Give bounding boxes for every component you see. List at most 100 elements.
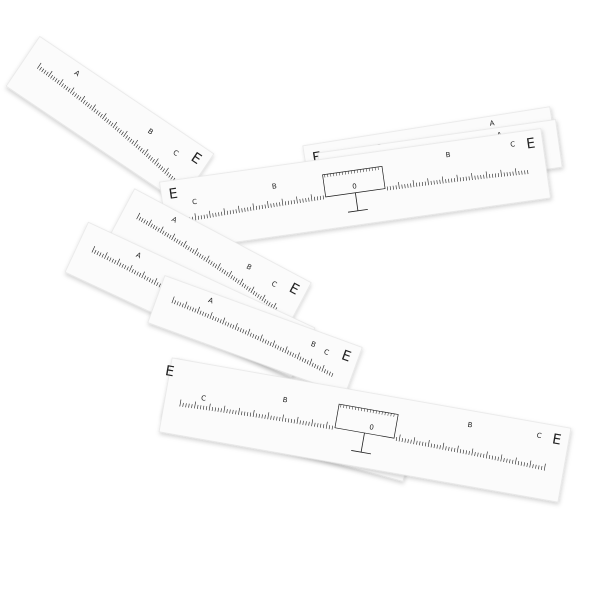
tick-mark [174,300,177,305]
tick-mark [246,286,249,290]
tick-mark [197,404,199,409]
tick-mark [82,100,86,104]
tick-mark [404,438,406,443]
mark-label: B [245,263,253,272]
tick-mark [188,403,190,408]
tick-mark [299,198,301,204]
tick-mark [372,410,374,414]
tick-mark [196,306,200,314]
tick-mark [221,211,223,216]
tick-mark [171,233,176,241]
tick-mark [526,462,528,467]
tick-mark [451,447,453,452]
tick-mark [412,180,415,188]
tick-mark [194,308,197,313]
tick-mark [136,271,139,276]
tick-mark [316,196,319,201]
tick-mark [229,323,232,328]
tick-mark [427,439,430,447]
tick-mark [456,174,459,182]
tick-mark [272,302,277,310]
tick-mark [407,439,409,444]
tick-mark [497,173,500,178]
tick-mark [63,84,67,89]
tick-mark [148,155,151,159]
tick-mark [433,444,435,449]
tick-mark [104,117,107,122]
tick-mark [124,265,127,270]
tick-mark [316,365,319,370]
tick-mark [386,186,389,191]
tick-mark [241,208,243,213]
tick-mark [543,463,546,471]
tick-mark [319,366,321,371]
tick-mark [264,204,266,209]
tick-mark [524,170,526,175]
tick-mark [279,417,281,422]
tick-mark [74,93,77,97]
tick-mark [255,413,257,418]
mark-label: C [510,140,516,149]
tick-mark [494,456,496,461]
mark-label: B [282,396,288,405]
tick-mark [267,201,269,209]
tick-mark [398,434,401,442]
tick-mark [442,442,445,450]
tick-mark [145,220,149,225]
tick-mark [523,462,525,467]
tick-mark [184,301,188,309]
tick-mark [387,412,389,416]
tick-mark [45,71,49,76]
tick-mark [94,249,97,254]
tick-mark [306,360,309,365]
tick-mark [150,223,153,228]
tick-mark [166,233,170,238]
tick-mark [485,451,488,459]
tick-mark [157,227,160,232]
tick-mark [480,175,482,180]
tick-mark [248,287,251,292]
tick-mark [138,272,142,277]
tick-mark [129,265,133,272]
tick-mark [65,86,69,91]
tick-mark [232,276,236,281]
tick-mark [309,358,313,366]
tick-mark [168,234,172,239]
tick-mark [287,418,290,423]
tick-mark [153,278,158,285]
mark-label: B [146,127,155,136]
tick-mark [152,158,155,163]
tick-mark [436,180,438,185]
tick-mark [328,371,331,376]
tick-mark [421,181,424,186]
tick-mark [416,182,418,187]
tick-mark [363,408,365,412]
tick-mark [97,112,101,116]
tick-mark [343,404,345,408]
tick-mark [206,214,208,219]
tick-mark [218,212,220,217]
tick-mark [96,251,99,256]
tick-mark [262,338,265,343]
tick-mark [480,453,482,458]
tick-mark [209,312,213,319]
mark-label: B [310,340,317,349]
tick-mark [116,258,121,266]
tick-mark [121,131,124,136]
tick-mark [302,420,304,425]
tick-mark [276,202,278,207]
tick-mark [281,198,284,206]
tick-mark [305,421,307,426]
tick-mark [254,292,258,297]
tick-mark [80,95,86,103]
center-base [347,209,368,213]
tick-mark [143,219,146,224]
tick-mark [416,440,418,445]
tick-mark [439,445,441,450]
tick-mark [328,425,331,430]
tick-mark [131,269,134,273]
tick-mark [259,334,263,342]
tick-mark [207,313,210,318]
tick-mark [146,276,149,281]
